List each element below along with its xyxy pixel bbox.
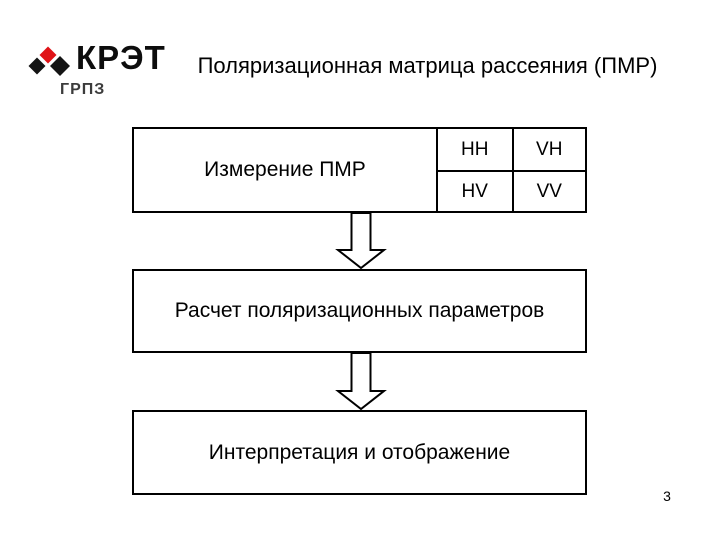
red-diamond-icon [39,46,57,64]
matrix-cell-vv: VV [511,170,585,211]
page-number: 3 [663,488,671,504]
flow-box-measure: Измерение ПМР HH VH HV VV [132,127,587,213]
kret-diamonds-icon [28,46,70,76]
flow-box-measure-label: Измерение ПМР [204,158,366,181]
black-diamond-left-icon [28,57,46,75]
matrix-cell-vh: VH [511,129,586,170]
black-diamond-right-icon [50,56,70,76]
flow-box-compute-label: Расчет поляризационных параметров [174,299,545,322]
flow-box-interpret: Интерпретация и отображение [132,410,587,495]
flow-box-compute: Расчет поляризационных параметров [132,269,587,353]
logo-division-text: ГРПЗ [60,81,106,98]
flow-box-interpret-label: Интерпретация и отображение [208,440,511,464]
down-arrow-icon [335,212,387,269]
down-arrow-icon [335,352,387,410]
slide-title: Поляризационная матрица рассеяния (ПМР) [197,53,658,78]
kret-logo: КРЭТ ГРПЗ [26,36,176,106]
matrix-cell-hv: HV [438,170,512,211]
matrix-cell-hh: HH [461,138,489,160]
logo-brand-text: КРЭТ [76,39,166,76]
polarization-matrix: HH VH HV VV [436,129,585,211]
